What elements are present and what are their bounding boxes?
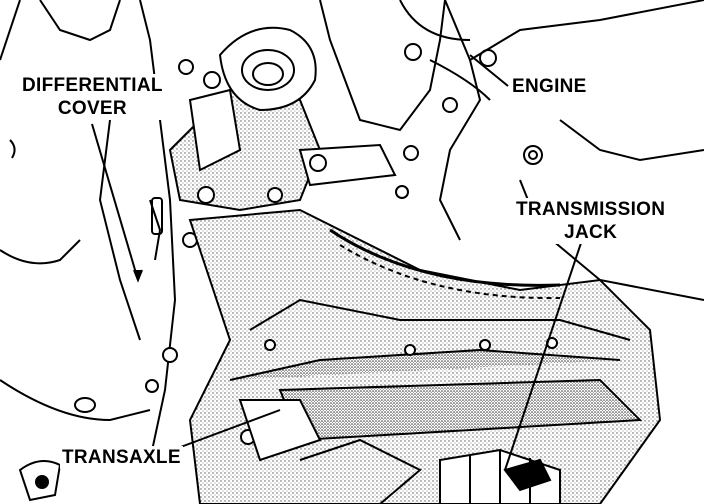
engine-leader (469, 54, 509, 87)
differential-housing (145, 26, 397, 393)
transaxle-label-text: TRANSAXLE (62, 447, 181, 468)
vehicle-frame (0, 0, 177, 461)
transmission-jack-leader (504, 239, 583, 471)
differential-cover-label-line2: COVER (57, 98, 127, 119)
leader-lines (91, 54, 583, 471)
transmission-jack-label-line2: JACK (564, 222, 618, 243)
engine-label: ENGINE (510, 75, 589, 98)
transaxle-case (188, 208, 662, 504)
transmission-jack-label: TRANSMISSION JACK (514, 198, 668, 244)
transmission-jack-label-line1: TRANSMISSION (516, 199, 666, 220)
differential-cover-leader (91, 123, 139, 281)
transaxle-leader (177, 409, 281, 449)
transmission-jack (18, 448, 561, 504)
differential-cover-label-line1: DIFFERENTIAL (22, 75, 163, 96)
engine-label-text: ENGINE (512, 76, 587, 97)
differential-cover-label: DIFFERENTIAL COVER (20, 74, 165, 120)
transaxle-label: TRANSAXLE (60, 446, 183, 469)
